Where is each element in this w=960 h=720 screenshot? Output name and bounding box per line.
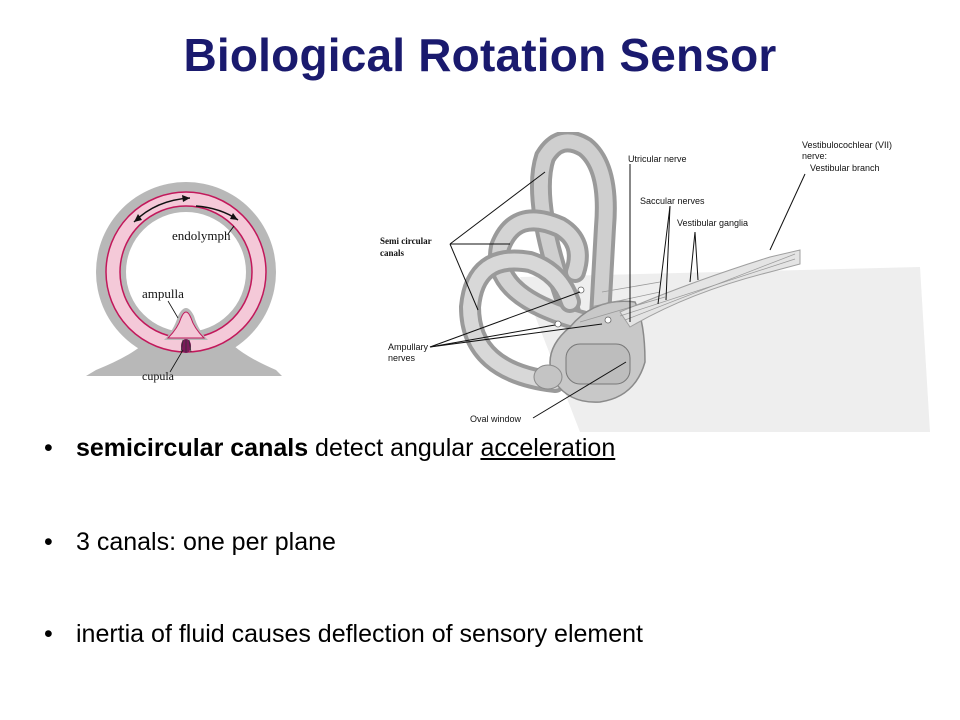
bullet-text: semicircular canals detect angular accel… — [76, 434, 615, 463]
bullet-marker: • — [44, 528, 53, 556]
bullet-underlined-text: acceleration — [480, 434, 616, 462]
canal-diagram: endolymph ampulla cupula — [86, 182, 282, 383]
label-vestibular-branch: Vestibular branch — [810, 163, 880, 173]
bullet-bold-text: semicircular canals — [76, 434, 309, 462]
label-vestibulocochlear-2: nerve: — [802, 151, 827, 161]
label-vestibular-ganglia: Vestibular ganglia — [677, 218, 748, 228]
bullet-plain-text: detect angular — [308, 434, 481, 462]
bullet-marker: • — [44, 434, 53, 462]
label-ampullary-2: nerves — [388, 353, 416, 363]
vestibular-apparatus-figure: Utricular nerve Vestibulocochlear (VII) … — [370, 130, 930, 432]
label-ampullary-1: Ampullary — [388, 342, 429, 352]
oval-window-region — [533, 364, 563, 390]
bullet-text: 3 canals: one per plane — [76, 528, 336, 556]
label-semicircular-1: Semi circular — [380, 236, 432, 246]
label-ampulla: ampulla — [142, 286, 184, 301]
label-oval-window: Oval window — [470, 414, 522, 424]
inner-space — [126, 212, 246, 332]
canal-cross-section-figure: endolymph ampulla cupula — [86, 180, 286, 390]
bullet-marker: • — [44, 620, 53, 648]
label-endolymph: endolymph — [172, 228, 231, 243]
label-cupula: cupula — [142, 369, 175, 383]
label-vestibulocochlear-1: Vestibulocochlear (VII) — [802, 140, 892, 150]
label-semicircular-2: canals — [380, 248, 405, 258]
bullet-text: inertia of fluid causes deflection of se… — [76, 620, 643, 648]
label-utricular-nerve: Utricular nerve — [628, 154, 687, 164]
utricle-saccule — [565, 343, 631, 385]
ampulla-lining — [166, 311, 206, 339]
label-saccular-nerves: Saccular nerves — [640, 196, 705, 206]
vestibular-diagram: Utricular nerve Vestibulocochlear (VII) … — [380, 130, 930, 432]
slide-title: Biological Rotation Sensor — [183, 29, 777, 81]
